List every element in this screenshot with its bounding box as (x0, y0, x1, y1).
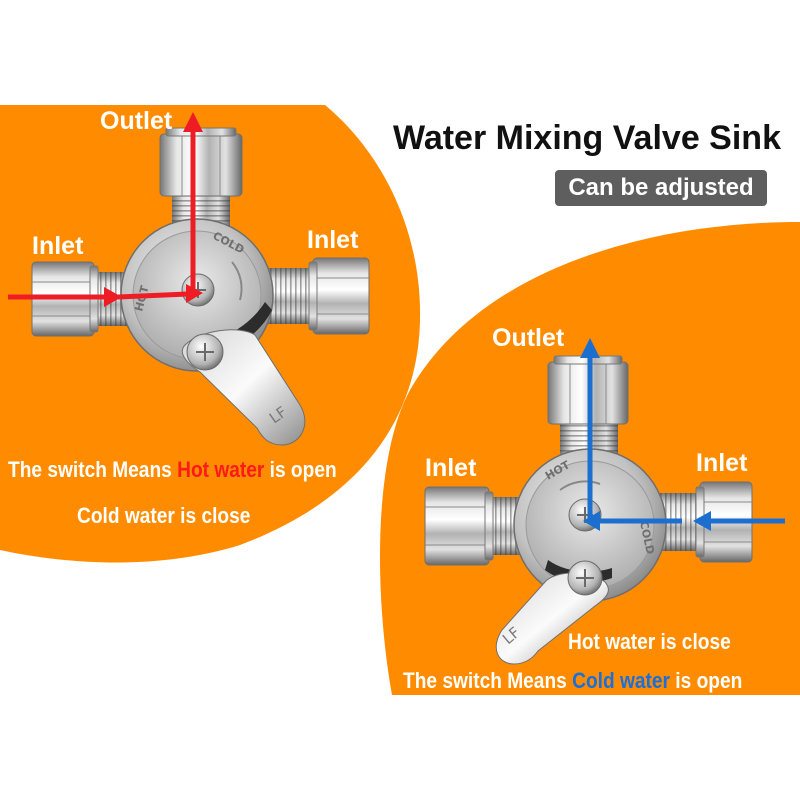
right-caption-line1: Hot water is close (568, 629, 731, 654)
right-outlet-label: Outlet (492, 324, 565, 352)
left-caption-line2: Cold water is close (77, 503, 251, 528)
cold-inlet-arrowhead (693, 511, 711, 531)
right-valve-lever: LF (495, 572, 609, 665)
right-valve-left-fitting (424, 486, 523, 566)
left-caption-suffix: is open (264, 457, 337, 482)
right-caption-prefix: The switch Means (403, 668, 573, 693)
hot-inner-arrow (117, 291, 189, 300)
left-inlet-left-label: Inlet (32, 232, 84, 260)
hot-outlet-arrowhead (183, 112, 203, 132)
hot-inner-arrowhead (186, 284, 203, 303)
left-valve-lever-screw (186, 333, 224, 371)
hot-inlet-arrowhead (104, 287, 122, 307)
cold-flow-arrows (580, 338, 785, 531)
left-valve-top-fitting (159, 127, 243, 228)
right-inlet-right-label: Inlet (696, 449, 748, 477)
right-inlet-left-label: Inlet (425, 454, 477, 482)
left-inlet-right-label: Inlet (307, 226, 359, 254)
adjustable-badge: Can be adjusted (555, 170, 767, 206)
hot-flow-arrows (8, 112, 203, 307)
right-valve-lever-screw (567, 560, 603, 596)
left-valve-right-fitting (268, 257, 370, 335)
left-caption-highlight: Hot water (177, 457, 265, 482)
page-title: Water Mixing Valve Sink (393, 119, 781, 157)
left-caption-line1: The switch Means Hot water is open (8, 457, 337, 483)
right-caption-suffix: is open (669, 668, 743, 693)
right-caption-line2: The switch Means Cold water is open (403, 668, 742, 694)
right-caption-highlight: Cold water (572, 668, 670, 693)
left-caption-prefix: The switch Means (8, 457, 178, 482)
left-outlet-label: Outlet (100, 107, 173, 135)
cold-outlet-arrowhead (580, 338, 600, 358)
